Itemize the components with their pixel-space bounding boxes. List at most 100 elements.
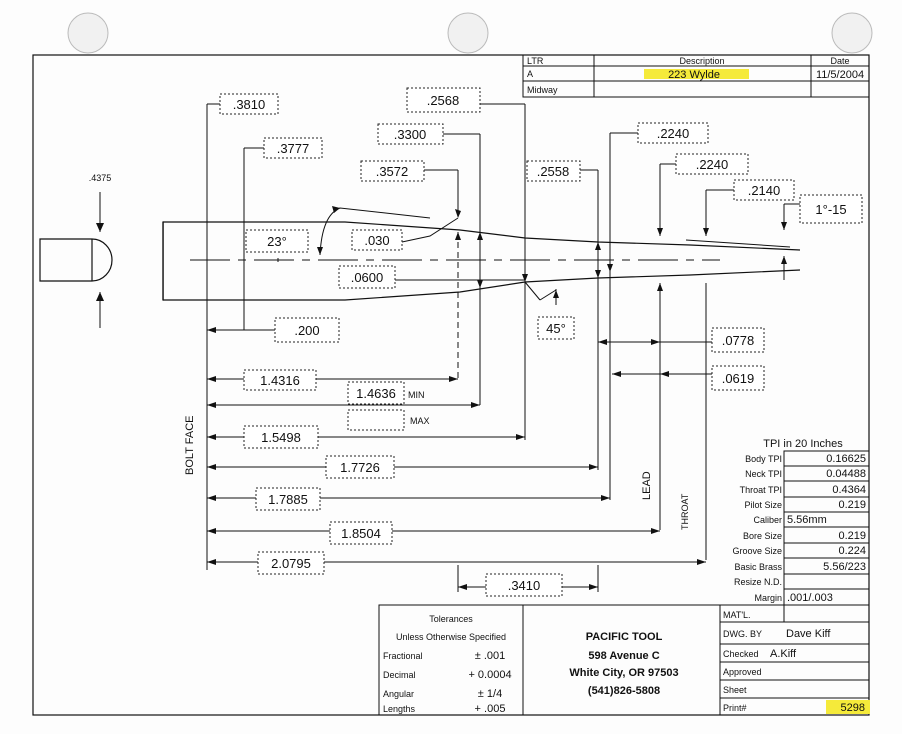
tpi-value: .001/.003 bbox=[787, 592, 833, 604]
tpi-label: Margin bbox=[754, 593, 782, 603]
rev-row1-ltr: A bbox=[527, 69, 533, 79]
dim-box bbox=[711, 327, 765, 353]
dim-box bbox=[263, 137, 323, 159]
dim-box bbox=[347, 381, 405, 405]
punch-hole bbox=[447, 12, 489, 54]
approved-label: Approved bbox=[723, 667, 762, 677]
arrowheads bbox=[96, 206, 787, 590]
rev-col-date: Date bbox=[830, 56, 849, 66]
dim-4375: .4375 bbox=[89, 173, 112, 183]
tolerance-value: ± 1/4 bbox=[478, 688, 502, 700]
tolerance-value: + .005 bbox=[475, 703, 506, 715]
dim-box bbox=[219, 93, 279, 115]
tpi-label: Resize N.D. bbox=[734, 577, 782, 587]
dimension-texts: .3810 .3777 .2568 .3300 .3572 .2558 .224… bbox=[89, 93, 847, 593]
punch-hole bbox=[831, 12, 873, 54]
tpi-label: Caliber bbox=[753, 515, 782, 525]
dim-0600: .0600 bbox=[351, 270, 384, 285]
dim-14316: 1.4316 bbox=[260, 373, 300, 388]
dim-box bbox=[243, 369, 317, 391]
dim-2240-b: .2240 bbox=[696, 157, 729, 172]
dim-15498: 1.5498 bbox=[261, 430, 301, 445]
dim-box bbox=[257, 551, 325, 575]
dim-3572: .3572 bbox=[376, 164, 409, 179]
dim-box bbox=[338, 265, 396, 289]
checked-label: Checked bbox=[723, 649, 759, 659]
tolerances-title: Tolerances bbox=[429, 614, 473, 624]
tolerance-label: Fractional bbox=[383, 651, 423, 661]
dim-3777: .3777 bbox=[277, 141, 310, 156]
label-min: MIN bbox=[408, 390, 425, 400]
tolerance-value: ± .001 bbox=[475, 650, 506, 662]
tpi-value: 0.219 bbox=[838, 530, 866, 542]
label-bolt-face: BOLT FACE bbox=[184, 415, 196, 475]
tpi-label: Bore Size bbox=[743, 531, 782, 541]
company-city: White City, OR 97503 bbox=[569, 667, 678, 679]
print-label: Print# bbox=[723, 703, 747, 713]
dim-200: .200 bbox=[294, 323, 319, 338]
tpi-label: Body TPI bbox=[745, 454, 782, 464]
rev-col-ltr: LTR bbox=[527, 56, 544, 66]
label-lead: LEAD bbox=[641, 471, 653, 500]
tpi-value: 0.04488 bbox=[826, 468, 866, 480]
dim-box bbox=[243, 425, 319, 449]
tpi-value: 0.4364 bbox=[832, 484, 866, 496]
dwg-by-value: Dave Kiff bbox=[786, 628, 831, 640]
tpi-label: Neck TPI bbox=[745, 469, 782, 479]
dim-2558: .2558 bbox=[537, 164, 570, 179]
angle-45: 45° bbox=[546, 321, 566, 336]
title-block: Tolerances Unless Otherwise Specified Fr… bbox=[378, 604, 870, 716]
dim-box bbox=[485, 573, 563, 597]
dim-box bbox=[537, 316, 575, 340]
dim-3300: .3300 bbox=[394, 127, 427, 142]
dimension-boxes bbox=[219, 87, 863, 597]
highlight-mark bbox=[644, 69, 749, 79]
rev-col-desc: Description bbox=[679, 56, 724, 66]
company-street: 598 Avenue C bbox=[588, 650, 659, 662]
dim-box bbox=[274, 317, 340, 343]
dim-box bbox=[245, 229, 309, 253]
dim-2240-a: .2240 bbox=[657, 126, 690, 141]
dim-box bbox=[347, 409, 405, 431]
dim-20795: 2.0795 bbox=[271, 556, 311, 571]
dim-box bbox=[406, 87, 481, 113]
dim-box bbox=[526, 160, 581, 182]
tpi-label: Basic Brass bbox=[734, 562, 782, 572]
dim-3810: .3810 bbox=[233, 97, 266, 112]
tpi-label: Groove Size bbox=[732, 546, 782, 556]
dim-3410: .3410 bbox=[508, 578, 541, 593]
matl-label: MAT'L. bbox=[723, 610, 751, 620]
company-name: PACIFIC TOOL bbox=[586, 631, 663, 643]
dim-2568: .2568 bbox=[427, 93, 460, 108]
dim-box bbox=[255, 487, 321, 511]
tolerance-label: Lengths bbox=[383, 704, 416, 714]
tpi-value: 0.16625 bbox=[826, 453, 866, 465]
tpi-title: TPI in 20 Inches bbox=[763, 438, 843, 450]
rev-row1-desc: 223 Wylde bbox=[668, 69, 720, 81]
angle-1-15: 1°-15 bbox=[815, 202, 846, 217]
dim-box bbox=[799, 194, 863, 224]
dim-box bbox=[733, 179, 795, 201]
dim-box bbox=[637, 122, 709, 144]
label-max: MAX bbox=[410, 416, 430, 426]
extension-lines bbox=[99, 103, 800, 592]
label-throat: THROAT bbox=[680, 493, 690, 530]
dimension-lines bbox=[207, 207, 712, 588]
dim-box bbox=[329, 521, 393, 545]
dim-box bbox=[360, 160, 425, 182]
tpi-value: 5.56/223 bbox=[823, 561, 866, 573]
dim-0778: .0778 bbox=[722, 333, 755, 348]
rev-row2-ltr: Midway bbox=[527, 85, 558, 95]
tolerance-label: Angular bbox=[383, 689, 414, 699]
highlight-mark bbox=[826, 700, 870, 714]
tpi-label: Pilot Size bbox=[744, 500, 782, 510]
reamer-profile bbox=[39, 221, 801, 301]
sheet-label: Sheet bbox=[723, 685, 747, 695]
dim-box bbox=[377, 123, 444, 145]
tolerances-subtitle: Unless Otherwise Specified bbox=[396, 632, 506, 642]
dwg-by-label: DWG. BY bbox=[723, 629, 762, 639]
dim-box bbox=[325, 455, 395, 479]
dim-2140: .2140 bbox=[748, 183, 781, 198]
